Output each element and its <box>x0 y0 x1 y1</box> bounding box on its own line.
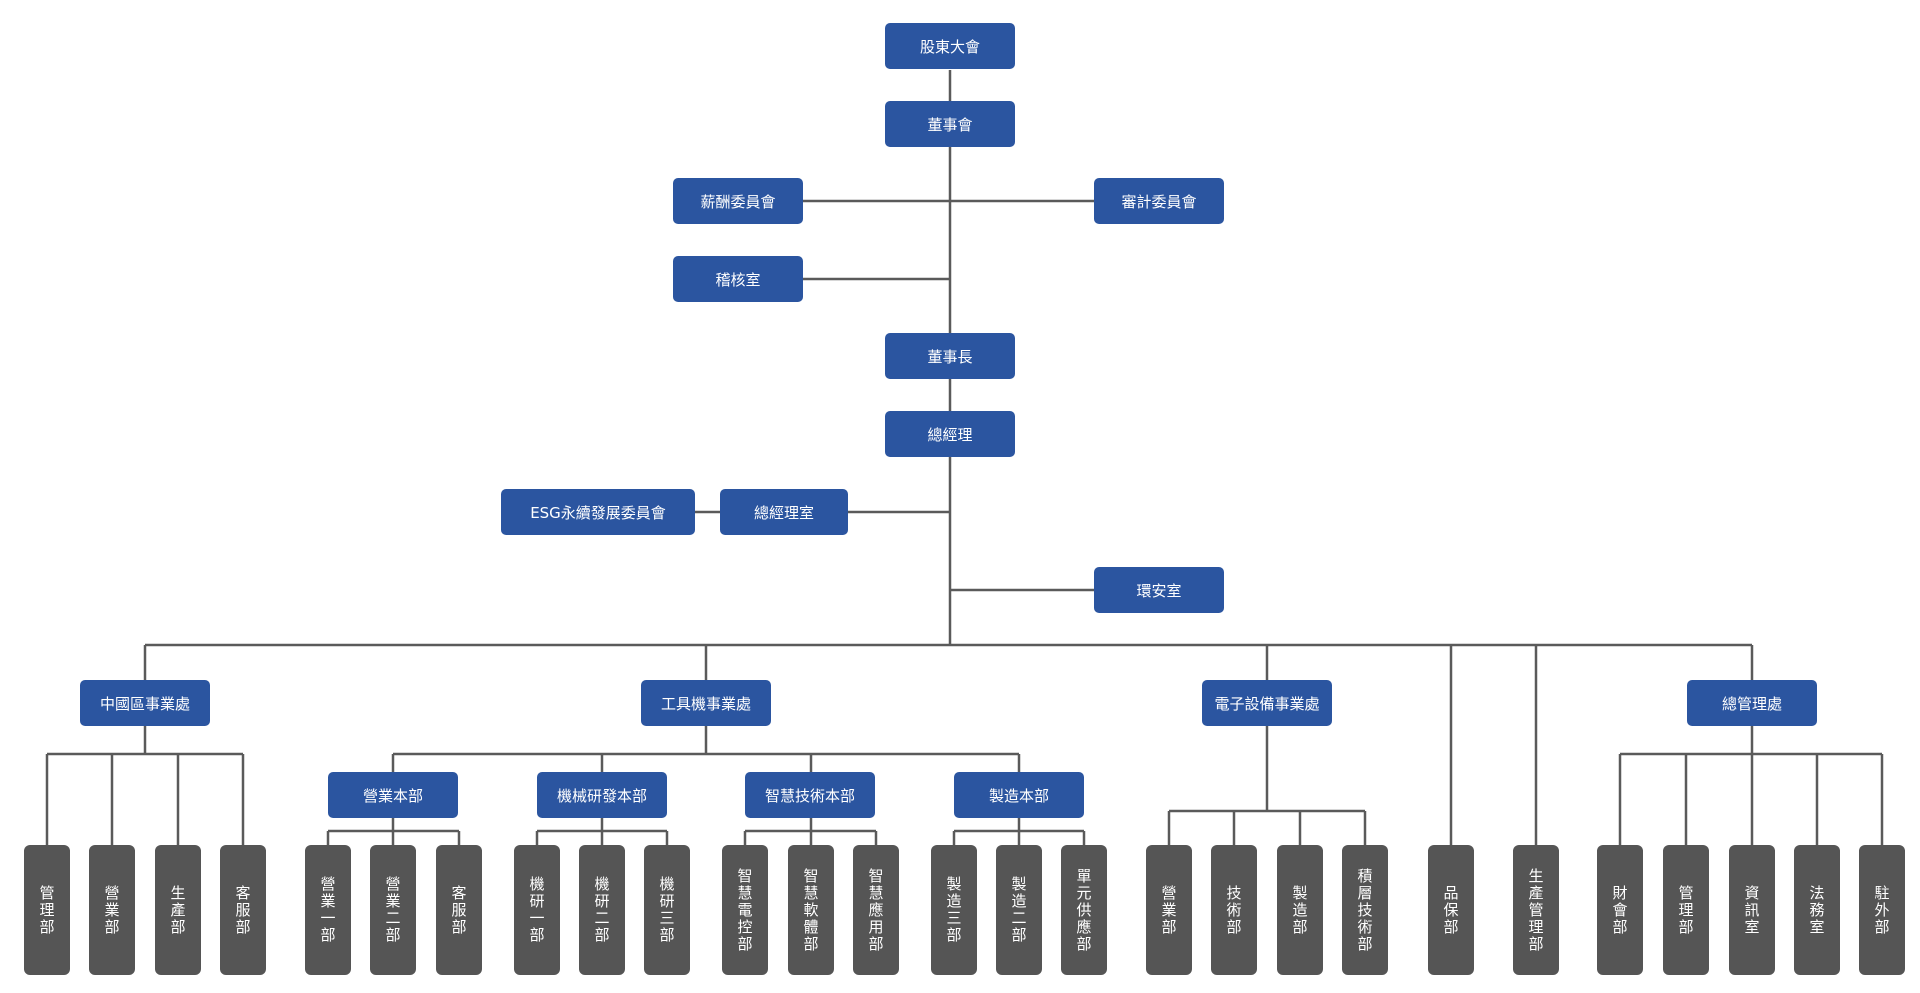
electronics-tech-dept[interactable]: 技術部 <box>1211 845 1257 975</box>
board-of-directors-node[interactable]: 董事會 <box>885 101 1015 147</box>
electronics-branch <box>1167 726 1367 845</box>
china-division-node[interactable]: 中國區事業處 <box>80 680 210 726</box>
smart-software-dept[interactable]: 智慧軟體部 <box>788 845 834 975</box>
dept-label: 法務室 <box>1807 884 1826 936</box>
mechanical-rd-hq-node[interactable]: 機械研發本部 <box>537 772 667 818</box>
smart-control-dept[interactable]: 智慧電控部 <box>722 845 768 975</box>
dept-label: 機研二部 <box>592 876 611 944</box>
mech-rd-dept-2[interactable]: 機研二部 <box>579 845 625 975</box>
admin-branch <box>1618 726 1884 845</box>
manufacturing-hq-node[interactable]: 製造本部 <box>954 772 1084 818</box>
dept-label: 營業部 <box>1159 884 1178 936</box>
smart-tech-hq-node[interactable]: 智慧技術本部 <box>745 772 875 818</box>
dept-label: 營業二部 <box>383 876 402 944</box>
mech-rd-dept-1[interactable]: 機研一部 <box>514 845 560 975</box>
admin-division-node[interactable]: 總管理處 <box>1687 680 1817 726</box>
dept-label: 財會部 <box>1610 884 1629 936</box>
dept-label: 管理部 <box>1676 884 1695 936</box>
dept-label: 智慧電控部 <box>735 867 754 953</box>
shareholders-meeting-node[interactable]: 股東大會 <box>885 23 1015 69</box>
dept-label: 製造三部 <box>944 876 963 944</box>
dept-label: 智慧軟體部 <box>801 867 820 953</box>
dept-label: 營業部 <box>102 884 121 936</box>
chairman-node[interactable]: 董事長 <box>885 333 1015 379</box>
electronics-division-node[interactable]: 電子設備事業處 <box>1202 680 1332 726</box>
production-management-dept[interactable]: 生產管理部 <box>1513 845 1559 975</box>
manufacturing-dept-3[interactable]: 製造三部 <box>931 845 977 975</box>
it-office[interactable]: 資訊室 <box>1729 845 1775 975</box>
dept-label: 製造二部 <box>1009 876 1028 944</box>
china-dept-management[interactable]: 管理部 <box>24 845 70 975</box>
china-dept-sales[interactable]: 營業部 <box>89 845 135 975</box>
esg-committee-node[interactable]: ESG永續發展委員會 <box>501 489 695 535</box>
china-dept-customer-service[interactable]: 客服部 <box>220 845 266 975</box>
dept-label: 營業一部 <box>318 876 337 944</box>
additive-tech-dept[interactable]: 積層技術部 <box>1342 845 1388 975</box>
dept-label: 品保部 <box>1441 884 1460 936</box>
mfg-hq-branch <box>952 818 1086 845</box>
tool-customer-service-dept[interactable]: 客服部 <box>436 845 482 975</box>
sales-hq-node[interactable]: 營業本部 <box>328 772 458 818</box>
general-manager-node[interactable]: 總經理 <box>885 411 1015 457</box>
audit-committee-node[interactable]: 審計委員會 <box>1094 178 1224 224</box>
dept-label: 製造部 <box>1290 884 1309 936</box>
dept-label: 駐外部 <box>1872 884 1891 936</box>
dept-label: 資訊室 <box>1742 884 1761 936</box>
tool-division-node[interactable]: 工具機事業處 <box>641 680 771 726</box>
sales-hq-branch <box>326 818 461 845</box>
legal-office[interactable]: 法務室 <box>1794 845 1840 975</box>
compensation-committee-node[interactable]: 薪酬委員會 <box>673 178 803 224</box>
gm-office-node[interactable]: 總經理室 <box>720 489 848 535</box>
quality-assurance-dept[interactable]: 品保部 <box>1428 845 1474 975</box>
unit-supply-dept[interactable]: 單元供應部 <box>1061 845 1107 975</box>
admin-management-dept[interactable]: 管理部 <box>1663 845 1709 975</box>
dept-label: 生產管理部 <box>1526 867 1545 953</box>
electronics-mfg-dept[interactable]: 製造部 <box>1277 845 1323 975</box>
sales-dept-1[interactable]: 營業一部 <box>305 845 351 975</box>
dept-label: 客服部 <box>449 884 468 936</box>
dept-label: 積層技術部 <box>1355 867 1374 953</box>
smart-hq-branch <box>743 818 878 845</box>
ehs-office-node[interactable]: 環安室 <box>1094 567 1224 613</box>
mech-rd-dept-3[interactable]: 機研三部 <box>644 845 690 975</box>
dept-label: 生產部 <box>168 884 187 936</box>
sales-dept-2[interactable]: 營業二部 <box>370 845 416 975</box>
china-branch <box>45 726 245 845</box>
tool-branch <box>391 726 1021 772</box>
dept-label: 技術部 <box>1224 884 1243 936</box>
dept-label: 機研一部 <box>527 876 546 944</box>
dept-label: 管理部 <box>37 884 56 936</box>
rd-hq-branch <box>535 818 669 845</box>
finance-dept[interactable]: 財會部 <box>1597 845 1643 975</box>
division-drops <box>143 645 1754 845</box>
smart-application-dept[interactable]: 智慧應用部 <box>853 845 899 975</box>
overseas-dept[interactable]: 駐外部 <box>1859 845 1905 975</box>
dept-label: 機研三部 <box>657 876 676 944</box>
dept-label: 單元供應部 <box>1074 867 1093 953</box>
manufacturing-dept-2[interactable]: 製造二部 <box>996 845 1042 975</box>
dept-label: 智慧應用部 <box>866 867 885 953</box>
audit-office-node[interactable]: 稽核室 <box>673 256 803 302</box>
china-dept-production[interactable]: 生產部 <box>155 845 201 975</box>
electronics-sales-dept[interactable]: 營業部 <box>1146 845 1192 975</box>
dept-label: 客服部 <box>233 884 252 936</box>
